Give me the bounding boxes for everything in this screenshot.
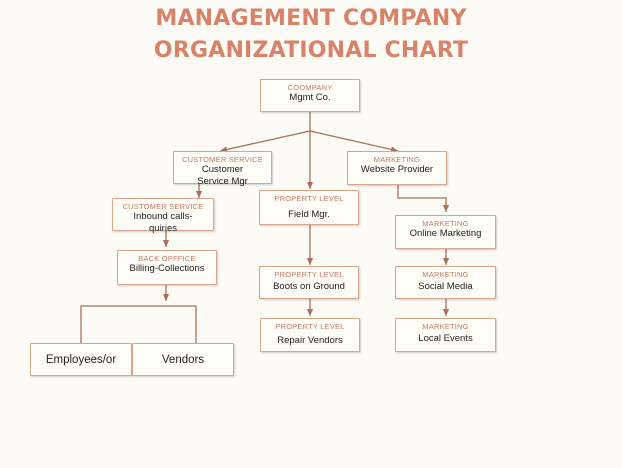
- node-field-mgr-category: PROPERTY LEVEL: [274, 194, 344, 203]
- node-customer-service-mgr-label: Customer Service Mgr: [197, 164, 248, 187]
- chart-title-line-1: MANAGEMENT COMPANY: [155, 6, 467, 31]
- connector-split-employees: [80, 305, 196, 343]
- node-field-mgr-label: Field Mgr.: [288, 209, 330, 220]
- node-website-provider: MARKETING Website Provider: [347, 151, 447, 185]
- node-boots-on-ground-label: Boots on Ground: [273, 281, 345, 292]
- node-local-events: MARKETING Local Events: [395, 318, 496, 352]
- node-online-marketing-category: MARKETING: [422, 219, 469, 228]
- node-inbound-calls: CUSTOMER SERVICE Inbound calls-quiries: [112, 198, 214, 234]
- node-social-media-label: Social Media: [418, 281, 473, 292]
- node-employees-label: Employees/or: [45, 353, 117, 366]
- node-repair-vendors: PROPERTY LEVEL Repair Vendors: [260, 318, 360, 352]
- node-boots-on-ground-category: PROPERTY LEVEL: [274, 270, 344, 279]
- node-billing-collections: BACK OPFFICE Billing-Collections: [117, 250, 217, 285]
- node-boots-on-ground: PROPERTY LEVEL Boots on Ground: [259, 266, 359, 299]
- connector-company-website: [309, 130, 399, 153]
- node-employees: Employees/or: [30, 343, 132, 376]
- node-repair-vendors-label: Repair Vendors: [277, 335, 343, 346]
- node-social-media: MARKETING Social Media: [395, 266, 496, 299]
- node-repair-vendors-category: PROPERTY LEVEL: [275, 322, 345, 331]
- node-vendors-label: Vendors: [161, 353, 205, 366]
- connector-company-cs: [219, 130, 311, 153]
- node-company: COOMPANY Mgmt Co.: [260, 79, 360, 112]
- node-inbound-calls-label: Inbound calls-quiries: [133, 211, 193, 234]
- node-website-provider-label: Website Provider: [360, 164, 434, 175]
- node-online-marketing: MARKETING Online Marketing: [395, 215, 496, 249]
- node-customer-service-mgr-category: CUSTOMER SERVICE: [182, 155, 263, 164]
- node-company-label: Mgmt Co.: [289, 92, 331, 103]
- node-local-events-label: Local Events: [418, 333, 473, 344]
- node-website-provider-category: MARKETING: [373, 155, 421, 164]
- node-inbound-calls-category: CUSTOMER SERVICE: [122, 202, 204, 211]
- node-social-media-category: MARKETING: [422, 270, 469, 279]
- node-company-category: COOMPANY: [287, 83, 333, 92]
- node-local-events-category: MARKETING: [422, 322, 469, 331]
- node-online-marketing-label: Online Marketing: [409, 228, 482, 239]
- node-field-mgr: PROPERTY LEVEL Field Mgr.: [259, 190, 359, 225]
- chart-title-line-2: ORGANIZATIONAL CHART: [153, 38, 469, 63]
- node-billing-collections-category: BACK OPFFICE: [138, 254, 196, 263]
- node-billing-collections-label: Billing-Collections: [129, 263, 205, 274]
- node-vendors: Vendors: [132, 343, 234, 376]
- connector-website-online: [397, 185, 450, 212]
- node-customer-service-mgr: CUSTOMER SERVICE Customer Service Mgr: [173, 151, 272, 187]
